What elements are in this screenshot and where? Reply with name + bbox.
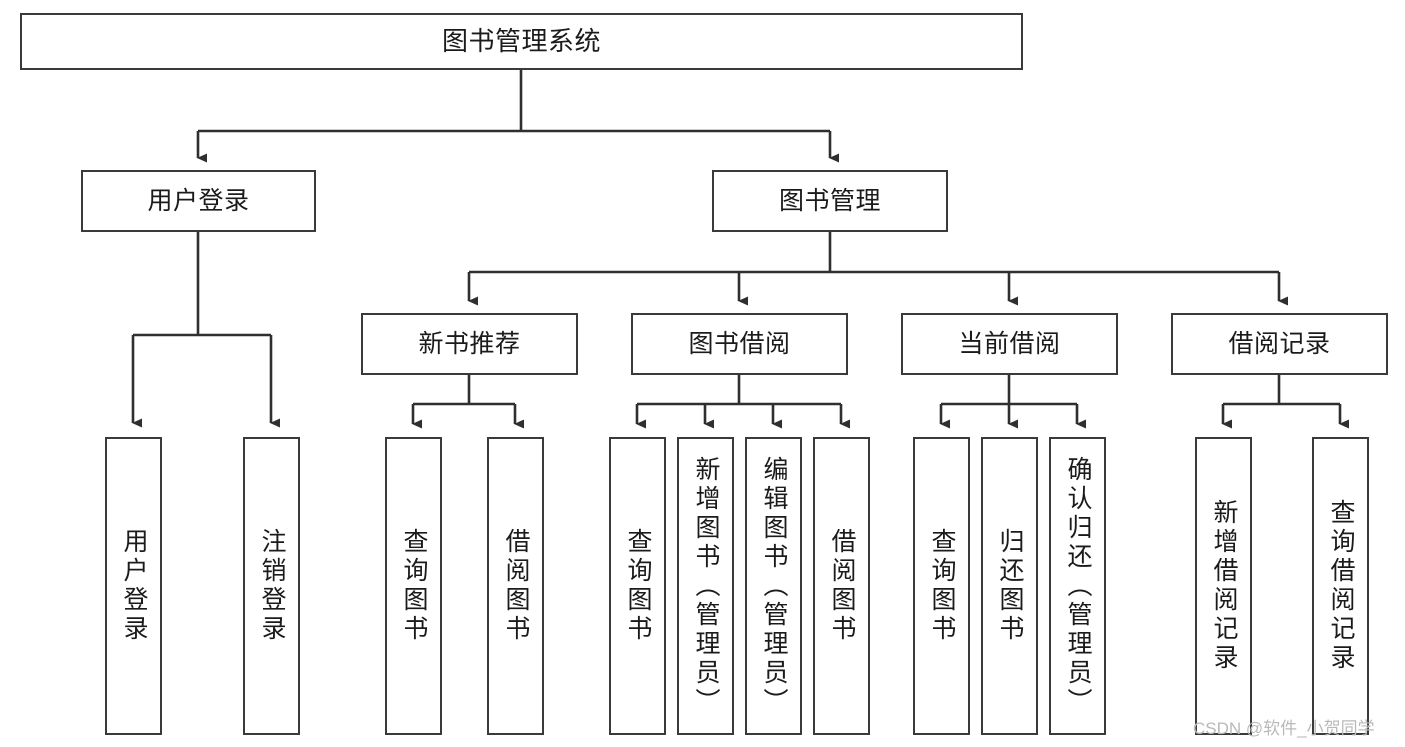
node-new-book-recommend[interactable]: 新书推荐 xyxy=(361,313,578,375)
node-label: 新增借阅记录 xyxy=(1210,499,1238,673)
node-label: 查询图书 xyxy=(400,528,428,644)
node-label: 借阅图书 xyxy=(502,528,530,644)
node-label: 确认归还（管理员） xyxy=(1064,455,1092,717)
node-label: 编辑图书（管理员） xyxy=(760,455,788,717)
node-label: 用户登录 xyxy=(147,186,250,215)
node-leaf-current-return-book[interactable]: 归还图书 xyxy=(981,437,1038,735)
node-label: 查询图书 xyxy=(928,528,956,644)
node-leaf-borrow-borrow-book[interactable]: 借阅图书 xyxy=(813,437,870,735)
node-leaf-user-login-logout[interactable]: 注销登录 xyxy=(243,437,300,735)
node-leaf-borrow-edit-book-admin[interactable]: 编辑图书（管理员） xyxy=(745,437,802,735)
node-label: 图书借阅 xyxy=(688,329,791,358)
node-leaf-new-book-query[interactable]: 查询图书 xyxy=(385,437,442,735)
node-root-book-management-system[interactable]: 图书管理系统 xyxy=(20,13,1023,70)
node-current-borrow[interactable]: 当前借阅 xyxy=(901,313,1118,375)
node-user-login[interactable]: 用户登录 xyxy=(81,170,316,232)
node-leaf-record-add-record[interactable]: 新增借阅记录 xyxy=(1195,437,1252,735)
node-book-borrow[interactable]: 图书借阅 xyxy=(631,313,848,375)
node-label: 借阅图书 xyxy=(828,528,856,644)
node-label: 归还图书 xyxy=(996,528,1024,644)
node-label: 注销登录 xyxy=(258,528,286,644)
node-label: 图书管理 xyxy=(778,186,881,215)
node-label: 用户登录 xyxy=(120,528,148,644)
node-label: 借阅记录 xyxy=(1228,329,1331,358)
node-label: 当前借阅 xyxy=(958,329,1061,358)
node-label: 新增图书（管理员） xyxy=(692,455,720,717)
node-leaf-user-login-login[interactable]: 用户登录 xyxy=(105,437,162,735)
node-leaf-borrow-query-book[interactable]: 查询图书 xyxy=(609,437,666,735)
node-leaf-current-query-book[interactable]: 查询图书 xyxy=(913,437,970,735)
node-label: 查询图书 xyxy=(624,528,652,644)
node-leaf-current-confirm-return-admin[interactable]: 确认归还（管理员） xyxy=(1049,437,1106,735)
node-leaf-borrow-add-book-admin[interactable]: 新增图书（管理员） xyxy=(677,437,734,735)
node-book-management[interactable]: 图书管理 xyxy=(712,170,948,232)
node-label: 图书管理系统 xyxy=(441,26,601,57)
node-leaf-new-book-borrow[interactable]: 借阅图书 xyxy=(487,437,544,735)
node-label: 查询借阅记录 xyxy=(1327,499,1355,673)
node-label: 新书推荐 xyxy=(418,329,521,358)
node-borrow-record[interactable]: 借阅记录 xyxy=(1171,313,1388,375)
node-leaf-record-query-record[interactable]: 查询借阅记录 xyxy=(1312,437,1369,735)
